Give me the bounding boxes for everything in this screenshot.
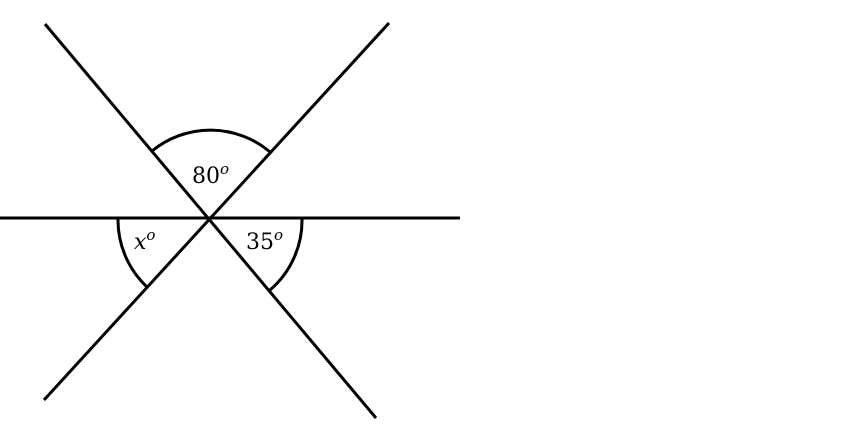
angle-label-top: 80o [192,160,229,189]
diagonal-line-falling [43,23,378,419]
angle-label-left: xo [134,226,155,255]
angle-arc-right [269,217,304,292]
angle-arc-left [116,217,149,289]
angle-label-right: 35o [246,226,283,255]
diagonal-line-rising [42,21,391,402]
angle-arc-top [151,128,271,154]
